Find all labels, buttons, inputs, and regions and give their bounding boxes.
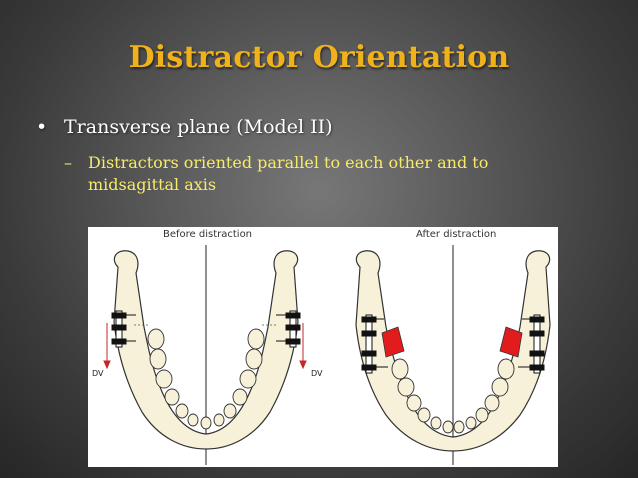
mandible-outline-before bbox=[113, 250, 299, 450]
mandible-diagram bbox=[103, 245, 551, 465]
distractor-right-after bbox=[518, 314, 545, 374]
dv-label-right: DV bbox=[311, 369, 323, 378]
distractor-left-after bbox=[361, 314, 388, 374]
distraction-gap-right bbox=[499, 326, 523, 358]
teeth-after bbox=[391, 358, 515, 434]
caption-after-distraction: After distraction bbox=[416, 229, 497, 240]
distractor-right-before bbox=[276, 310, 301, 348]
dv-label-left: DV bbox=[92, 369, 104, 378]
bullet-dot: • bbox=[36, 116, 48, 138]
mandible-figure: Before distraction After distraction DV … bbox=[88, 227, 558, 467]
caption-before-distraction: Before distraction bbox=[163, 229, 253, 240]
bullet-dash: – bbox=[64, 153, 72, 172]
dv-arrow-right bbox=[299, 323, 307, 370]
teeth-before bbox=[147, 328, 265, 430]
dv-arrow-left bbox=[103, 323, 111, 370]
mandible-after bbox=[355, 245, 551, 465]
mandible-before bbox=[103, 245, 307, 465]
slide-title: Distractor Orientation bbox=[128, 40, 510, 75]
distraction-gap-left bbox=[381, 326, 405, 358]
bullet-text: Transverse plane (Model II) bbox=[64, 116, 333, 138]
distractor-left-before bbox=[111, 310, 136, 348]
sub-bullet-text: Distractors oriented parallel to each ot… bbox=[88, 153, 489, 194]
